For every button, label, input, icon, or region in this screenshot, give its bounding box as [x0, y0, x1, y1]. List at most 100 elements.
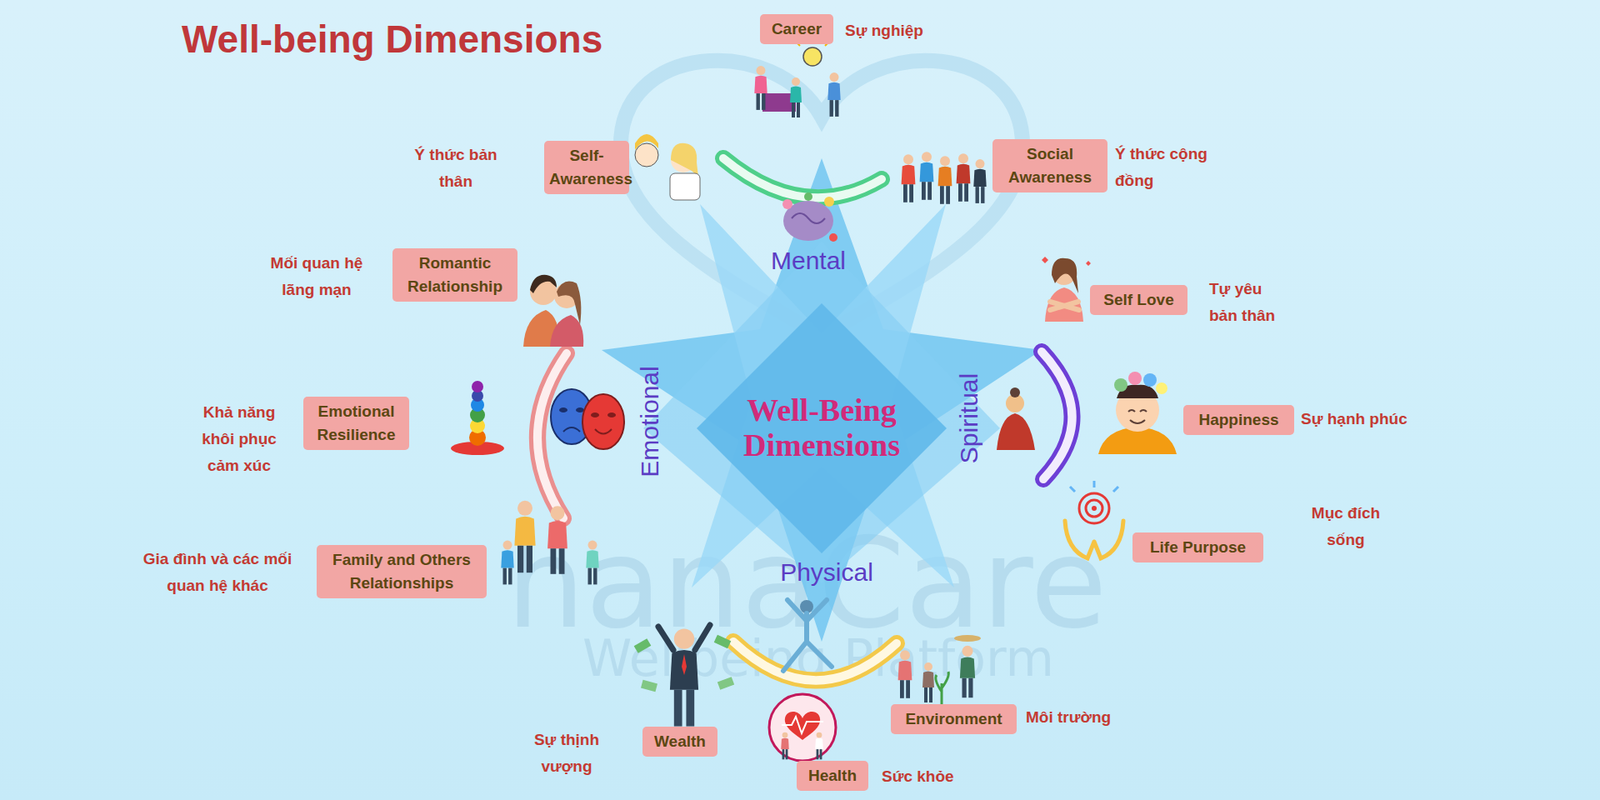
- happy-face: [1128, 410, 1147, 424]
- flower-icon: [782, 199, 793, 210]
- dimension-box: EnvironmentMôi trường: [890, 704, 1017, 735]
- dimension-box: Romantic RelationshipMối quan hệ lãng mạ…: [392, 248, 518, 302]
- spiritual-arc: [1041, 351, 1073, 480]
- vietnamese-label: Gia đình và các mối quan hệ khác: [128, 545, 307, 600]
- target-icon: [1085, 500, 1103, 517]
- box-label: Emotional Resilience: [308, 400, 405, 447]
- health-circle: [769, 694, 836, 761]
- person-figure: [754, 65, 767, 110]
- pulse-line: [781, 716, 824, 734]
- buddha-hair: [1010, 387, 1020, 398]
- dimension-box: WealthSự thịnh vượng: [642, 726, 718, 757]
- box-label: Happiness: [1188, 408, 1290, 432]
- hair-icon: [670, 143, 699, 177]
- mask-mouth: [595, 429, 612, 435]
- couple-hair: [556, 281, 581, 325]
- vietnamese-label: Sự nghiệp: [845, 17, 962, 45]
- dimension-label: Physical: [780, 558, 874, 587]
- box-label: Wealth: [647, 730, 713, 754]
- person-figure: [514, 500, 535, 573]
- person-figure: [973, 159, 986, 204]
- lightbulb-icon: [803, 47, 822, 66]
- flower-icon: [1155, 382, 1168, 395]
- vietnamese-label: Ý thức cộng đồng: [1115, 140, 1220, 195]
- buddha-robe: [996, 413, 1035, 450]
- box-label: Self-Awareness: [549, 144, 625, 191]
- dimension-box: HealthSức khỏe: [796, 760, 869, 791]
- vietnamese-label: Tự yêu bản thân: [1209, 275, 1289, 330]
- dimension-label: Spiritual: [955, 373, 984, 464]
- money-icon: [717, 676, 735, 690]
- box-label: Life Purpose: [1137, 535, 1259, 560]
- vietnamese-label: Mục đích sống: [1304, 500, 1388, 554]
- flower-icon: [1114, 378, 1128, 392]
- dimension-box: HappinessSự hạnh phúc: [1183, 405, 1295, 435]
- flower-icon: [804, 192, 813, 201]
- couple-hair: [530, 275, 557, 294]
- vietnamese-label: Khả năng khôi phục cảm xúc: [195, 399, 284, 480]
- person-figure: [960, 645, 975, 698]
- dimension-label: Mental: [770, 246, 846, 275]
- vietnamese-label: Ý thức bản thân: [406, 141, 505, 195]
- drama-mask: [582, 394, 625, 450]
- tie-icon: [681, 654, 687, 675]
- person-figure: [815, 732, 824, 760]
- box-label: Health: [801, 764, 864, 788]
- mask-eye: [559, 407, 568, 413]
- body-icon: [670, 173, 700, 200]
- crossed-arms: [1050, 301, 1080, 310]
- person-figure: [547, 505, 568, 575]
- hair-icon: [635, 134, 659, 150]
- spiritual-arc-inner: [1041, 351, 1073, 480]
- mask-mouth: [563, 427, 580, 432]
- hat-icon: [954, 635, 981, 642]
- box-label: Career: [765, 17, 829, 41]
- person-figure: [585, 540, 599, 585]
- dimension-box: Emotional ResilienceKhả năng khôi phục c…: [303, 396, 410, 450]
- flower-icon: [1128, 371, 1142, 385]
- heart-icon: [785, 711, 820, 740]
- dimension-box: Family and Others RelationshipsGia đình …: [316, 545, 487, 599]
- mental-arc-inner: [723, 158, 882, 198]
- person-figure: [920, 151, 935, 200]
- star-shape: [643, 241, 1000, 584]
- box-label: Self Love: [1095, 288, 1183, 312]
- yoga-body: [783, 600, 832, 671]
- dimension-box: CareerSự nghiệp: [760, 14, 834, 45]
- person-figure: [790, 77, 802, 118]
- chakra-dot: [471, 380, 484, 393]
- dimension-box: Self LoveTự yêu bản thân: [1090, 285, 1188, 315]
- target-icon: [1091, 505, 1097, 511]
- diagram-title: Well-being Dimensions: [181, 16, 603, 62]
- flower-icon: [1143, 373, 1157, 387]
- person-figure: [938, 155, 953, 205]
- plant-icon: [935, 671, 949, 705]
- mask-eye: [607, 412, 616, 418]
- target-rays: [1070, 480, 1119, 492]
- vietnamese-label: Mối quan hệ lãng mạn: [261, 250, 372, 304]
- vietnamese-label: Môi trường: [1025, 704, 1143, 731]
- vietnamese-label: Sự hạnh phúc: [1300, 405, 1443, 433]
- money-icon: [634, 638, 652, 654]
- self-love-hair: [1051, 258, 1079, 294]
- brain-fold: [791, 213, 825, 224]
- box-label: Social Awareness: [997, 142, 1103, 190]
- hands-icon: [1065, 520, 1124, 559]
- star-shape: [601, 158, 1042, 642]
- box-label: Family and Others Relationships: [321, 548, 482, 595]
- person-figure: [500, 540, 514, 585]
- person-figure: [670, 628, 699, 726]
- center-diamond: Well-Being Dimensions: [696, 303, 947, 554]
- money-icon: [640, 680, 658, 692]
- box-label: Environment: [895, 707, 1012, 731]
- dimension-box: Life PurposeMục đích sống: [1132, 532, 1264, 563]
- dimension-box: Self-AwarenessÝ thức bản thân: [544, 140, 630, 195]
- money-icon: [714, 635, 732, 650]
- raised-arms: [658, 625, 710, 650]
- person-figure: [780, 732, 790, 760]
- mask-eye: [590, 412, 600, 418]
